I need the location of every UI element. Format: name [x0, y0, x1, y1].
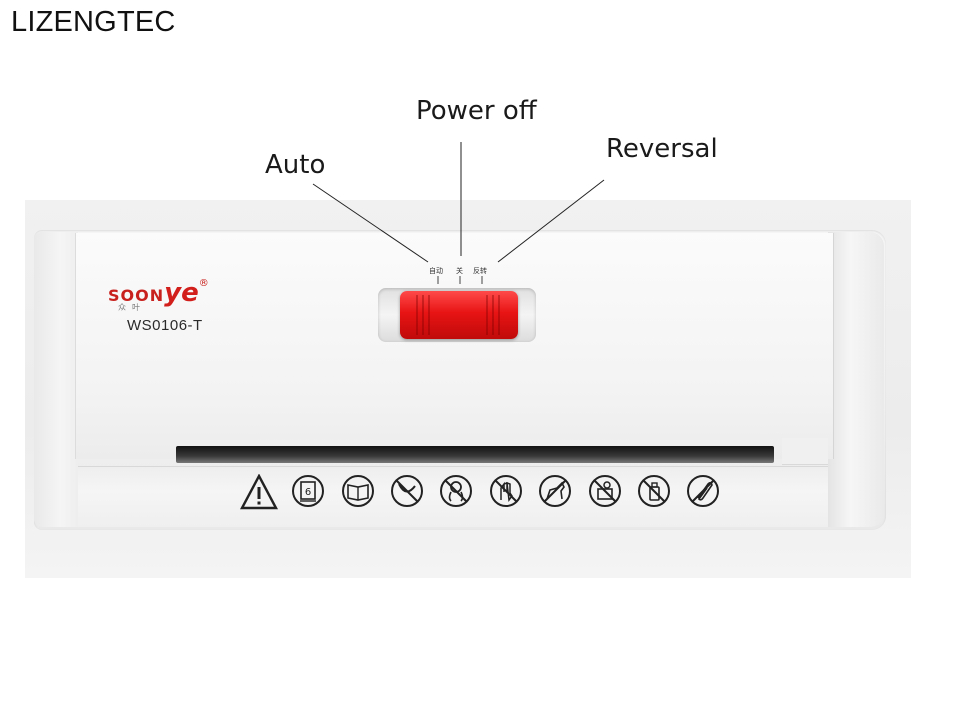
- no-paperclip-icon: [687, 475, 719, 507]
- switch-label-auto: 自动: [429, 267, 443, 275]
- callout-auto: Auto: [265, 150, 326, 180]
- warning-icon-row: 6: [240, 470, 730, 514]
- model-number: WS0106-T: [127, 317, 203, 334]
- shredder-left-cap: [34, 232, 78, 527]
- registered-mark: ®: [198, 278, 209, 289]
- logo-suffix: ye: [164, 278, 199, 308]
- no-pet-icon: [539, 475, 571, 507]
- knob-ridge: [498, 295, 500, 335]
- paper-stack-limit-icon: 6: [292, 475, 324, 507]
- caution-triangle-icon: [240, 474, 278, 510]
- no-hair-icon: [440, 475, 472, 507]
- brand-title: LIZENGTEC: [11, 6, 176, 38]
- no-child-icon: [589, 475, 621, 507]
- no-book-icon: [342, 475, 374, 507]
- svg-text:6: 6: [305, 487, 311, 498]
- no-spray-icon: [638, 475, 670, 507]
- logo-chinese: 众叶: [118, 303, 146, 312]
- no-tie-icon: [391, 475, 423, 507]
- knob-ridge: [428, 295, 430, 335]
- knob-ridge: [422, 295, 424, 335]
- leader-line-reversal: [497, 179, 605, 263]
- logo-prefix: SOON: [108, 286, 165, 305]
- shredder-front-panel: [75, 233, 834, 459]
- shredder-right-cap: [828, 232, 884, 527]
- no-hand-icon: [490, 475, 522, 507]
- leader-line-auto: [312, 183, 429, 263]
- mode-switch[interactable]: [400, 291, 518, 339]
- knob-ridge: [486, 295, 488, 335]
- switch-label-off: 关: [456, 267, 463, 275]
- paper-feed-slot: [176, 446, 774, 463]
- switch-label-reverse: 反转: [473, 267, 487, 275]
- soonye-logo: SOONye®: [108, 278, 209, 308]
- slot-lip: [782, 438, 828, 465]
- callout-power-off: Power off: [416, 96, 537, 126]
- callout-reversal: Reversal: [606, 134, 718, 164]
- knob-ridge: [416, 295, 418, 335]
- knob-ridge: [492, 295, 494, 335]
